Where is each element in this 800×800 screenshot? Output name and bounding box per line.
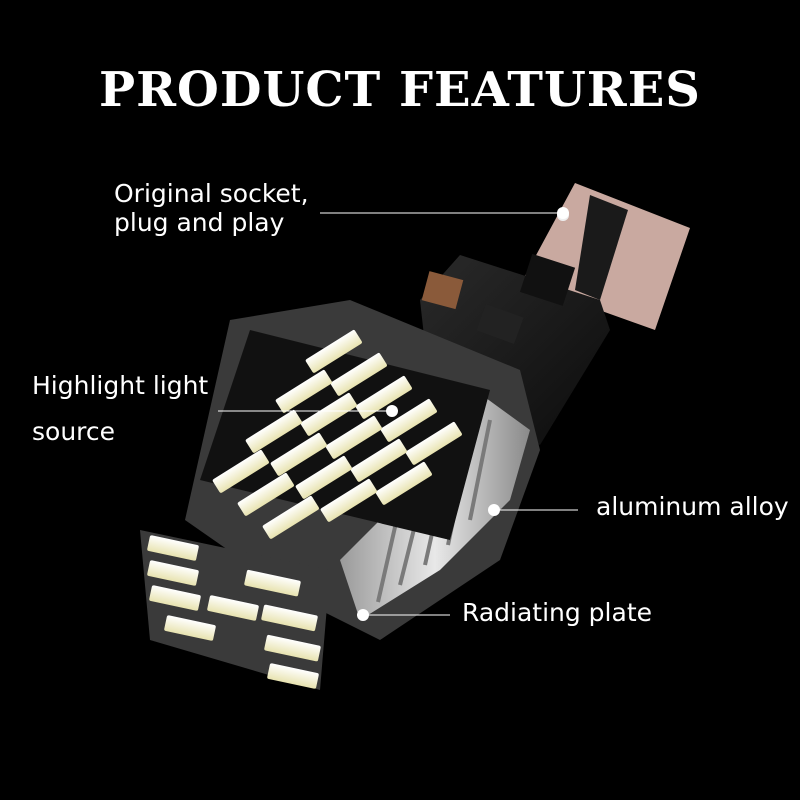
alloy-callout-label: aluminum alloy — [596, 492, 789, 521]
callout-lines — [218, 212, 578, 616]
highlight-callout-line2: source — [32, 417, 116, 446]
socket-callout-line1: Original socket, — [114, 179, 309, 208]
page-title: PRODUCT FEATURES — [99, 62, 701, 118]
plate-callout-dot — [357, 609, 369, 621]
socket-callout-line2: plug and play — [114, 207, 285, 237]
highlight-callout-line1: Highlight light — [32, 371, 209, 400]
alloy-callout-dot — [488, 504, 500, 516]
led-panel — [200, 330, 490, 540]
end-led-panel — [140, 530, 330, 690]
highlight-callout-dot — [386, 405, 398, 417]
plate-callout-label: Radiating plate — [462, 598, 653, 627]
socket-callout-label: Original socket, plug and play — [114, 179, 354, 238]
socket-callout-dot — [557, 207, 569, 219]
